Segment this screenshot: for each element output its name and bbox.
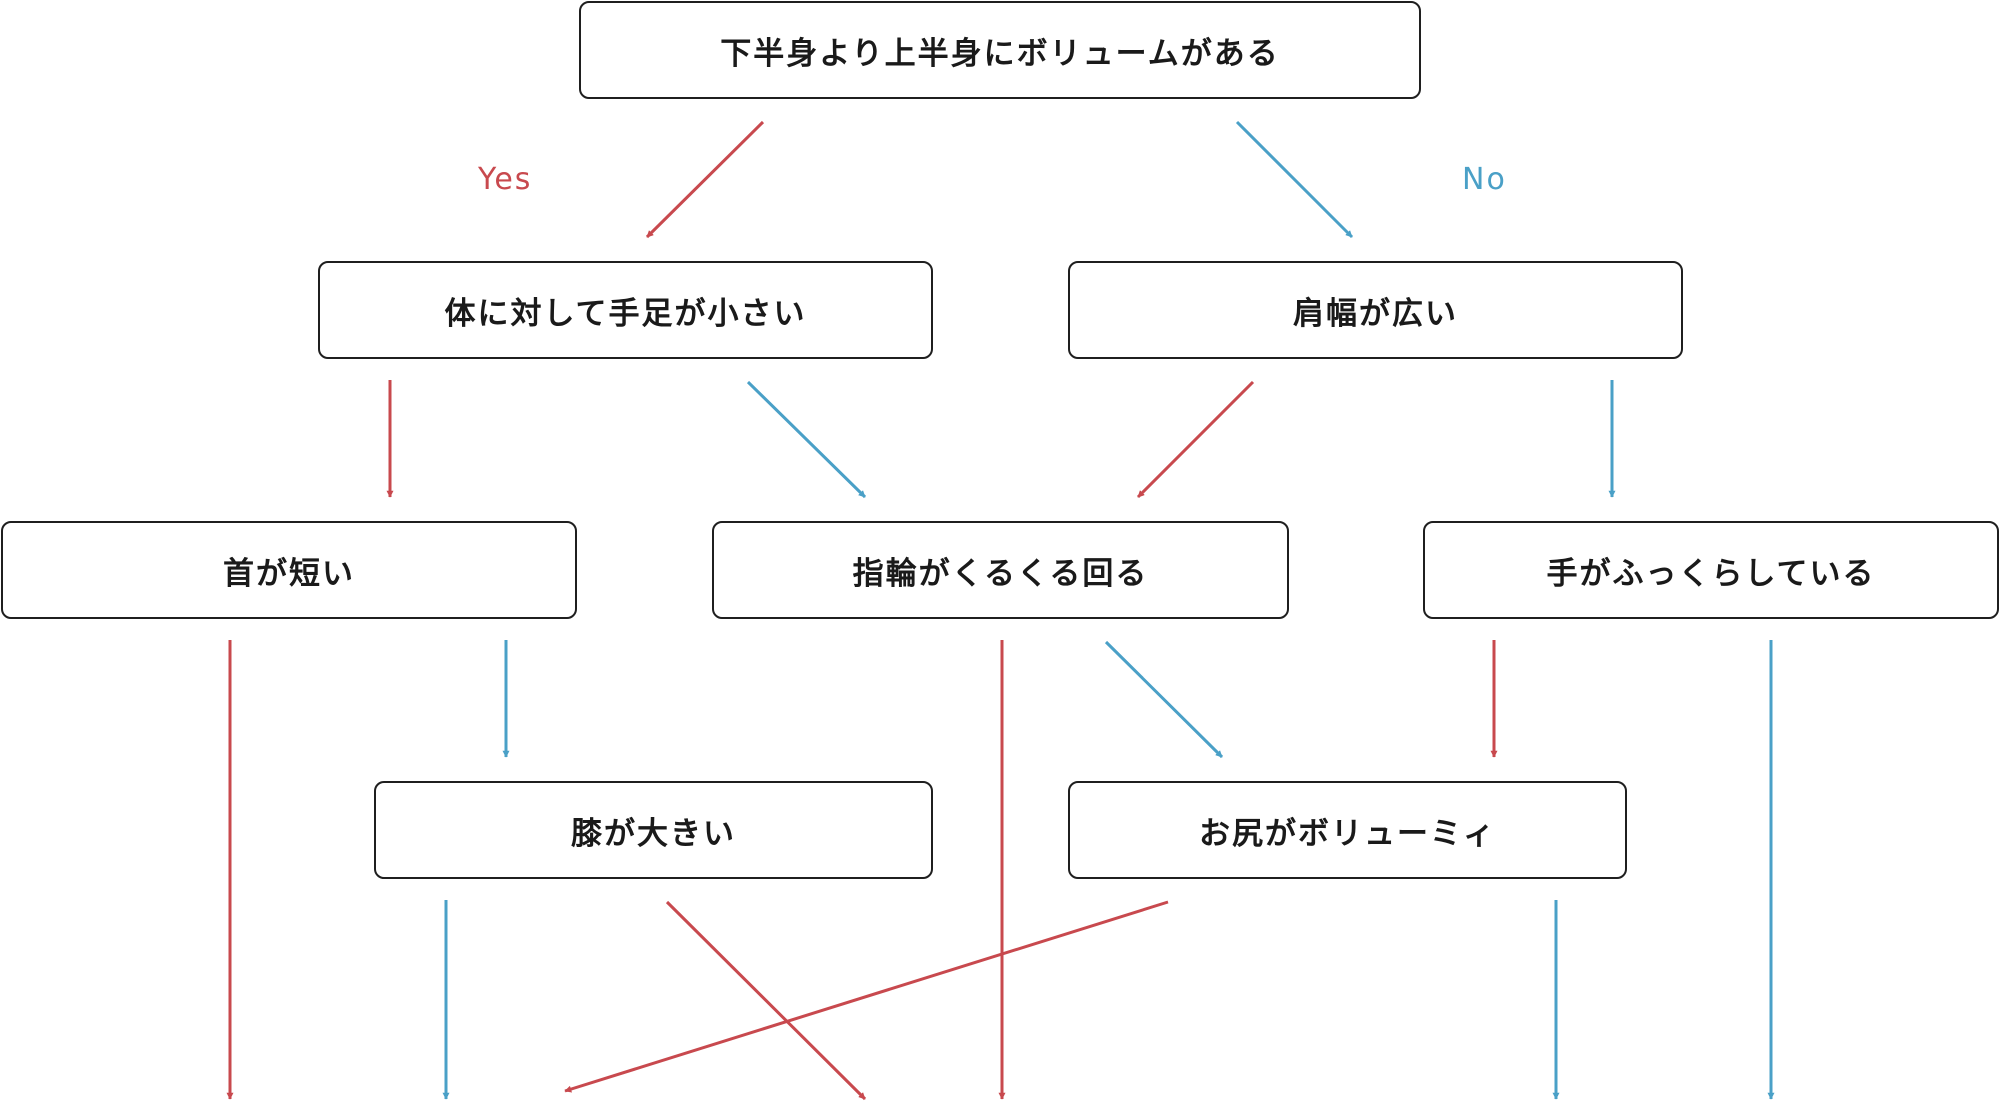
question-ring-spins: 指輪がくるくる回る <box>712 521 1289 619</box>
arrow-no-root-to-wide_shoulders <box>1235 120 1354 239</box>
question-big-knees: 膝が大きい <box>374 781 933 879</box>
question-wide-shoulders: 肩幅が広い <box>1068 261 1683 359</box>
arrow-no-small_limbs-to-ring_spins <box>746 380 867 499</box>
question-root: 下半身より上半身にボリュームがある <box>579 1 1421 99</box>
question-short-neck: 首が短い <box>1 521 577 619</box>
no-branch-label: No <box>1462 162 1507 197</box>
question-voluminous-hips: お尻がボリューミィ <box>1068 781 1627 879</box>
question-small-limbs: 体に対して手足が小さい <box>318 261 933 359</box>
arrow-no-ring_spins-to-voluminous_hips <box>1104 640 1224 759</box>
arrows-layer <box>226 120 1775 1101</box>
yes-branch-label: Yes <box>478 162 533 197</box>
arrow-yes-wide_shoulders-to-ring_spins <box>1136 380 1255 499</box>
arrow-yes-voluminous_hips-to-end-3 <box>564 900 1169 1093</box>
arrow-yes-root-to-small_limbs <box>645 120 765 239</box>
question-plump-hands: 手がふっくらしている <box>1423 521 1999 619</box>
arrow-yes-big_knees-to-end-4 <box>665 900 867 1101</box>
